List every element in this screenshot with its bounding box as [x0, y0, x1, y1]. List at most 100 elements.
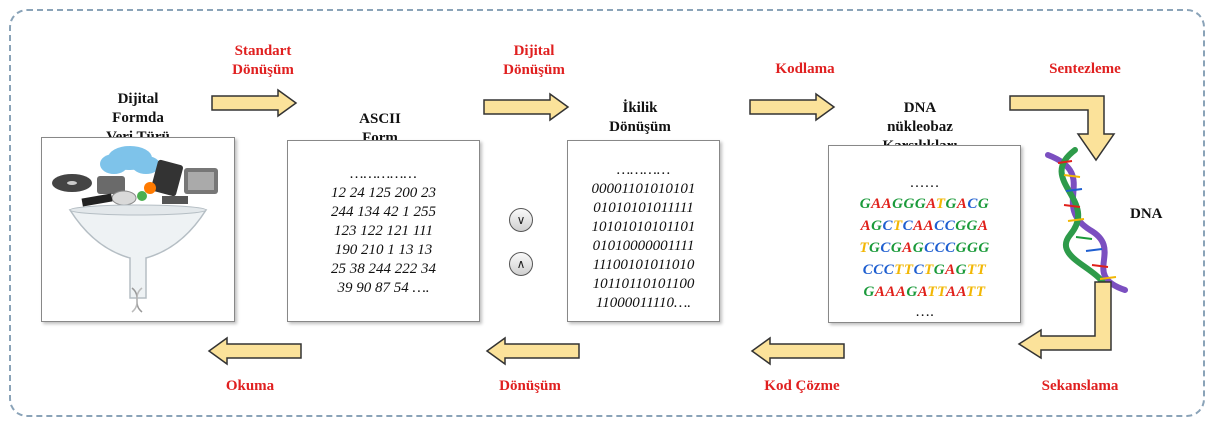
nucleobase-letter: A	[977, 218, 989, 234]
step-kod-cozme-label: Kod Çözme	[764, 378, 840, 394]
nucleobase-letter: G	[912, 240, 925, 256]
nucleobase-letter: A	[895, 284, 907, 300]
ascii-line: 123 122 121 111	[333, 223, 434, 239]
nucleobase-letter: A	[917, 284, 928, 300]
nucleobase-letter: T	[894, 262, 904, 278]
nucleobase-letter: T	[966, 284, 976, 300]
nucleobase-letter: C	[902, 218, 914, 234]
arrow-left-icon	[207, 336, 302, 366]
ascii-line: 25 38 244 222 34	[331, 261, 436, 277]
nucleobase-ellipsis-bottom: ….	[915, 304, 934, 320]
nucleobase-letter: C	[882, 218, 893, 234]
heading-line: ASCII	[359, 111, 401, 127]
nucleobase-letter: G	[890, 240, 903, 256]
heading-line: DNA	[903, 100, 937, 116]
nucleobase-letter: T	[927, 284, 938, 300]
nucleobase-letter: G	[955, 262, 967, 278]
nucleobase-letter: C	[924, 240, 935, 256]
nucleobase-line: CCCTTCTGAGTT	[829, 259, 1020, 281]
binary-line: 01010101011111	[593, 200, 694, 216]
nucleobase-letter: G	[869, 240, 881, 256]
nucleobase-letter: T	[892, 218, 903, 234]
arrow-right-icon	[483, 92, 570, 122]
nucleobase-letter: G	[859, 196, 872, 212]
nucleobase-letter: A	[902, 240, 913, 256]
arrow-left-icon	[485, 336, 580, 366]
nucleobase-letter: C	[934, 240, 946, 256]
nucleobase-line: TGCGAGCCCGGG	[829, 237, 1020, 259]
nucleobase-letter: A	[956, 196, 968, 212]
heading-line: İkilik	[622, 100, 658, 116]
nucleobase-letter: T	[935, 196, 946, 212]
binary-line: 11000011110….	[595, 295, 692, 311]
nucleobase-letter: G	[903, 196, 915, 212]
arrow-right-icon	[749, 92, 836, 122]
ascii-line: 190 210 1 13 13	[334, 242, 433, 258]
step-kodlama-label: Kodlama	[775, 61, 835, 77]
nucleobase-letter: G	[966, 218, 978, 234]
heading-line: Formda	[112, 110, 164, 126]
nucleobase-letter: G	[933, 262, 946, 278]
step-sentezleme-label: Sentezleme	[1049, 61, 1121, 77]
nucleobase-letter: G	[906, 284, 918, 300]
ascii-box: …………… 12 24 125 200 23 244 134 42 1 255 …	[287, 140, 480, 322]
ascii-line: 244 134 42 1 255	[331, 204, 436, 220]
nucleobase-letter: C	[873, 262, 884, 278]
nucleobase-letter: A	[956, 284, 967, 300]
data-types-image	[41, 137, 235, 322]
nucleobase-letter: A	[885, 284, 896, 300]
nucleobase-letter: T	[976, 262, 987, 278]
nucleobase-letter: A	[923, 218, 935, 234]
nucleobase-line: GAAAGATTAATT	[829, 281, 1020, 303]
ascii-line: 12 24 125 200 23	[331, 185, 436, 201]
nucleobase-letter: G	[871, 218, 883, 234]
step-standart-label: Standart Dönüşüm	[232, 43, 294, 78]
nucleobase-letter: C	[944, 218, 956, 234]
nucleobase-letter: G	[977, 196, 990, 212]
nucleobase-letter: C	[967, 196, 978, 212]
nucleobase-line: AGCTCAACCGGA	[829, 215, 1020, 237]
binary-box: ………… 00001101010101 01010101011111 10101…	[567, 140, 720, 322]
nucleobase-letter: T	[924, 262, 934, 278]
ascii-line: 39 90 87 54 ….	[337, 280, 430, 296]
arrow-bent-left-icon	[1017, 281, 1112, 360]
nucleobase-letter: C	[862, 262, 874, 278]
toggle-down-icon[interactable]: ∨	[509, 208, 533, 232]
nucleobase-letter: T	[859, 240, 870, 256]
nucleobase-letter: T	[937, 284, 946, 300]
nucleobase-letter: A	[871, 196, 882, 212]
nucleobase-letter: G	[955, 218, 967, 234]
data-devices-illustration	[52, 146, 218, 313]
dashed-frame	[9, 9, 1205, 417]
nucleobase-letter: G	[914, 196, 927, 212]
nucleobase-letter: G	[955, 240, 967, 256]
nucleobase-letter: T	[975, 284, 986, 300]
heading-line: Dijital	[117, 91, 159, 107]
nucleobase-letter: C	[945, 240, 956, 256]
nucleobase-letter: A	[874, 284, 886, 300]
nucleobase-letter: C	[883, 262, 895, 278]
nucleobase-letter: G	[966, 240, 979, 256]
step-dijital-label: Dijital Dönüşüm	[503, 43, 565, 78]
nucleobase-letter: C	[934, 218, 945, 234]
nucleobase-letter: A	[945, 262, 956, 278]
nucleobase-letter: C	[880, 240, 891, 256]
nucleobase-letter: A	[945, 284, 957, 300]
nucleobase-letter: A	[913, 218, 924, 234]
arrow-bent-down-icon	[1009, 95, 1116, 162]
dna-helix-icon	[1045, 147, 1128, 295]
step-sekanslama-label: Sekanslama	[1041, 378, 1119, 394]
arrow-left-icon	[750, 336, 845, 366]
dna-label: DNA	[1130, 206, 1163, 222]
binary-line: …………	[616, 162, 671, 178]
nucleobase-letter: G	[892, 196, 904, 212]
nucleobase-letter: C	[913, 262, 925, 278]
toggle-up-icon[interactable]: ∧	[509, 252, 533, 276]
ascii-line: ……………	[350, 166, 417, 182]
nucleobase-letter: A	[860, 218, 872, 234]
heading-line: nükleobaz	[887, 119, 953, 135]
binary-line: 10110110101100	[592, 276, 695, 292]
binary-line: 10101010101101	[591, 219, 696, 235]
